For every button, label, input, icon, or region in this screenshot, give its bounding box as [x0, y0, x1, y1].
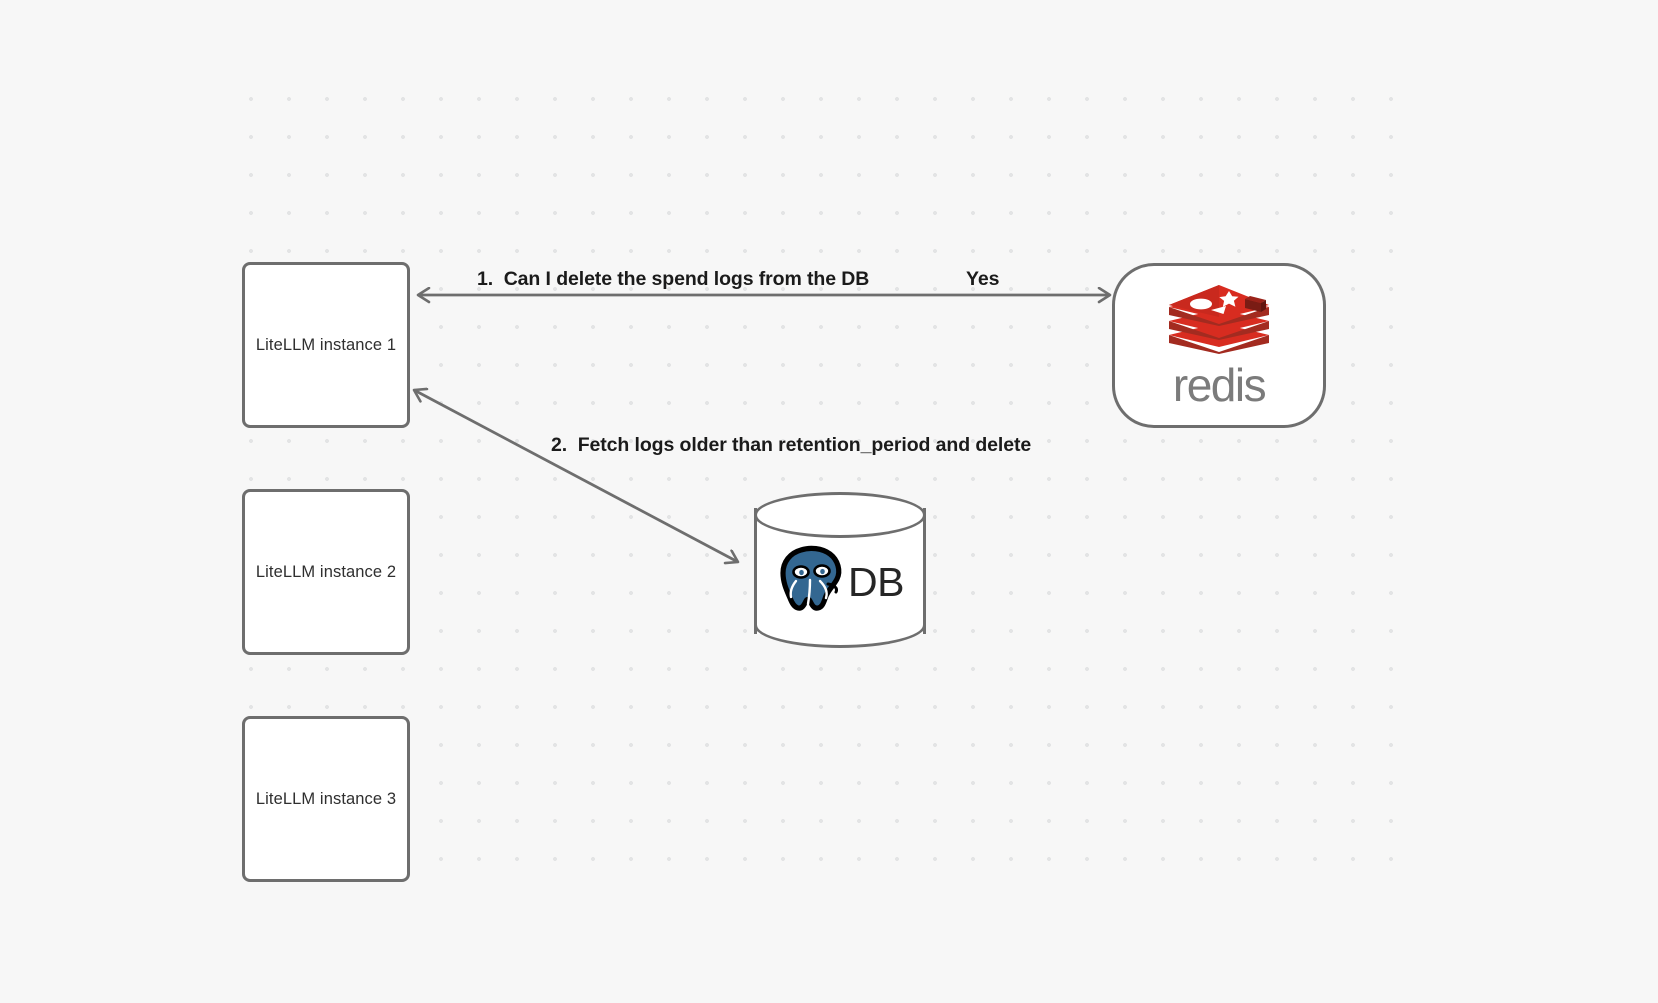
node-litellm-instance-2-label: LiteLLM instance 2 [255, 562, 397, 581]
node-redis[interactable]: redis [1112, 263, 1326, 428]
db-cylinder-top [754, 492, 926, 538]
redis-logo-icon [1167, 283, 1271, 360]
db-content: DB [754, 544, 926, 620]
edge-litellm1-db [414, 390, 738, 562]
node-litellm-instance-3[interactable]: LiteLLM instance 3 [242, 716, 410, 882]
node-db[interactable]: DB [754, 492, 926, 650]
node-litellm-instance-2[interactable]: LiteLLM instance 2 [242, 489, 410, 655]
edge-label-question: 1. Can I delete the spend logs from the … [477, 268, 870, 290]
node-litellm-instance-3-label: LiteLLM instance 3 [255, 789, 397, 808]
db-text-label: DB [848, 558, 904, 605]
edge-label-answer: Yes [966, 268, 1000, 290]
node-litellm-instance-1-label: LiteLLM instance 1 [255, 335, 397, 354]
postgresql-elephant-icon [776, 544, 850, 621]
redis-wordmark-label: redis [1172, 359, 1267, 411]
node-litellm-instance-1[interactable]: LiteLLM instance 1 [242, 262, 410, 428]
edge-label-action: 2. Fetch logs older than retention_perio… [551, 434, 1032, 456]
